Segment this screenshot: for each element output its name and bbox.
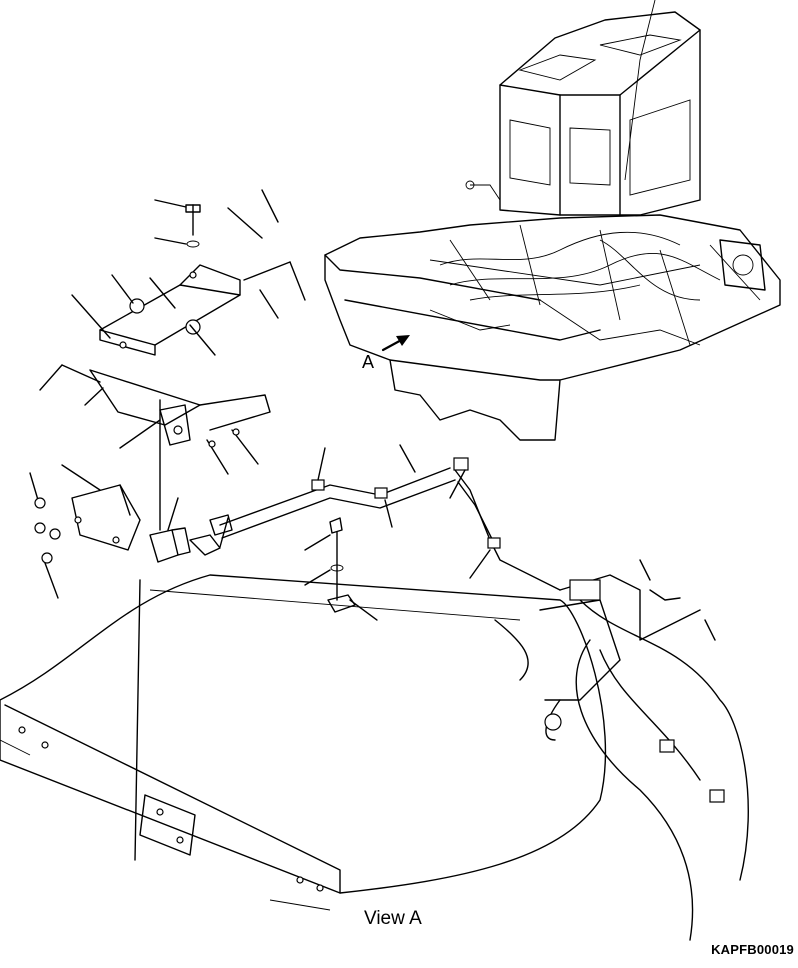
wiring-harness xyxy=(219,444,561,591)
view-caption: View A xyxy=(364,908,422,929)
view-arrow-label: A xyxy=(362,352,375,372)
machine-overview xyxy=(324,0,781,441)
rear-harness-detail xyxy=(494,559,749,941)
clamp-parts xyxy=(304,517,378,621)
mounting-plate xyxy=(39,364,271,475)
drawing-code: KAPFB00019 xyxy=(711,942,794,957)
bracket-assembly xyxy=(71,189,306,356)
lamp-assembly xyxy=(29,399,233,861)
rear-cover xyxy=(0,574,607,911)
